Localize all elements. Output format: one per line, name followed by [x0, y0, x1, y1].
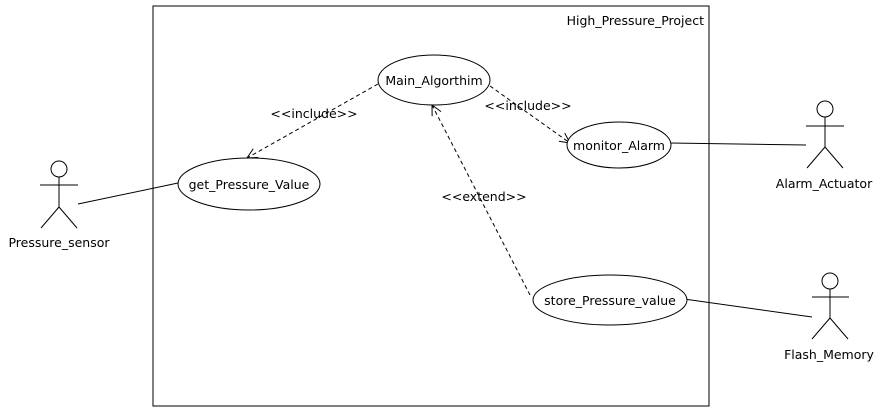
use-case-monitor-alarm: monitor_Alarm — [566, 121, 672, 169]
use-case-get-pressure-value: get_Pressure_Value — [177, 157, 321, 211]
actor-flash-memory-label: Flash_Memory — [784, 347, 874, 362]
actor-pressure-sensor: Pressure_sensor — [8, 160, 110, 250]
actor-alarm-actuator-label: Alarm_Actuator — [776, 176, 873, 191]
system-boundary-title: High_Pressure_Project — [567, 13, 704, 28]
extend-arrow-store-pressure — [432, 105, 531, 296]
actor-alarm-actuator: Alarm_Actuator — [776, 100, 873, 191]
stick-figure-icon — [811, 272, 849, 340]
association-pressure-sensor — [77, 182, 179, 205]
use-case-main-algorithm-label: Main_Algorthim — [385, 73, 482, 88]
include-label-get-pressure: <<include>> — [270, 106, 357, 121]
system-boundary — [152, 5, 710, 407]
stick-figure-icon — [40, 160, 78, 229]
use-case-main-algorithm: Main_Algorthim — [377, 54, 491, 106]
association-flash-memory — [683, 298, 813, 318]
association-alarm-actuator — [669, 142, 807, 146]
stick-figure-icon — [806, 100, 844, 169]
extend-label-store-pressure: <<extend>> — [441, 189, 526, 204]
include-arrow-monitor-alarm — [489, 85, 570, 143]
include-arrow-get-pressure — [247, 83, 379, 158]
use-case-monitor-alarm-label: monitor_Alarm — [573, 138, 665, 153]
actor-pressure-sensor-label: Pressure_sensor — [8, 235, 110, 250]
use-case-store-pressure-value-label: store_Pressure_value — [544, 293, 676, 308]
use-case-store-pressure-value: store_Pressure_value — [532, 274, 688, 326]
use-case-get-pressure-value-label: get_Pressure_Value — [189, 177, 310, 192]
actor-flash-memory: Flash_Memory — [784, 272, 875, 362]
include-label-monitor-alarm: <<include>> — [484, 98, 571, 113]
